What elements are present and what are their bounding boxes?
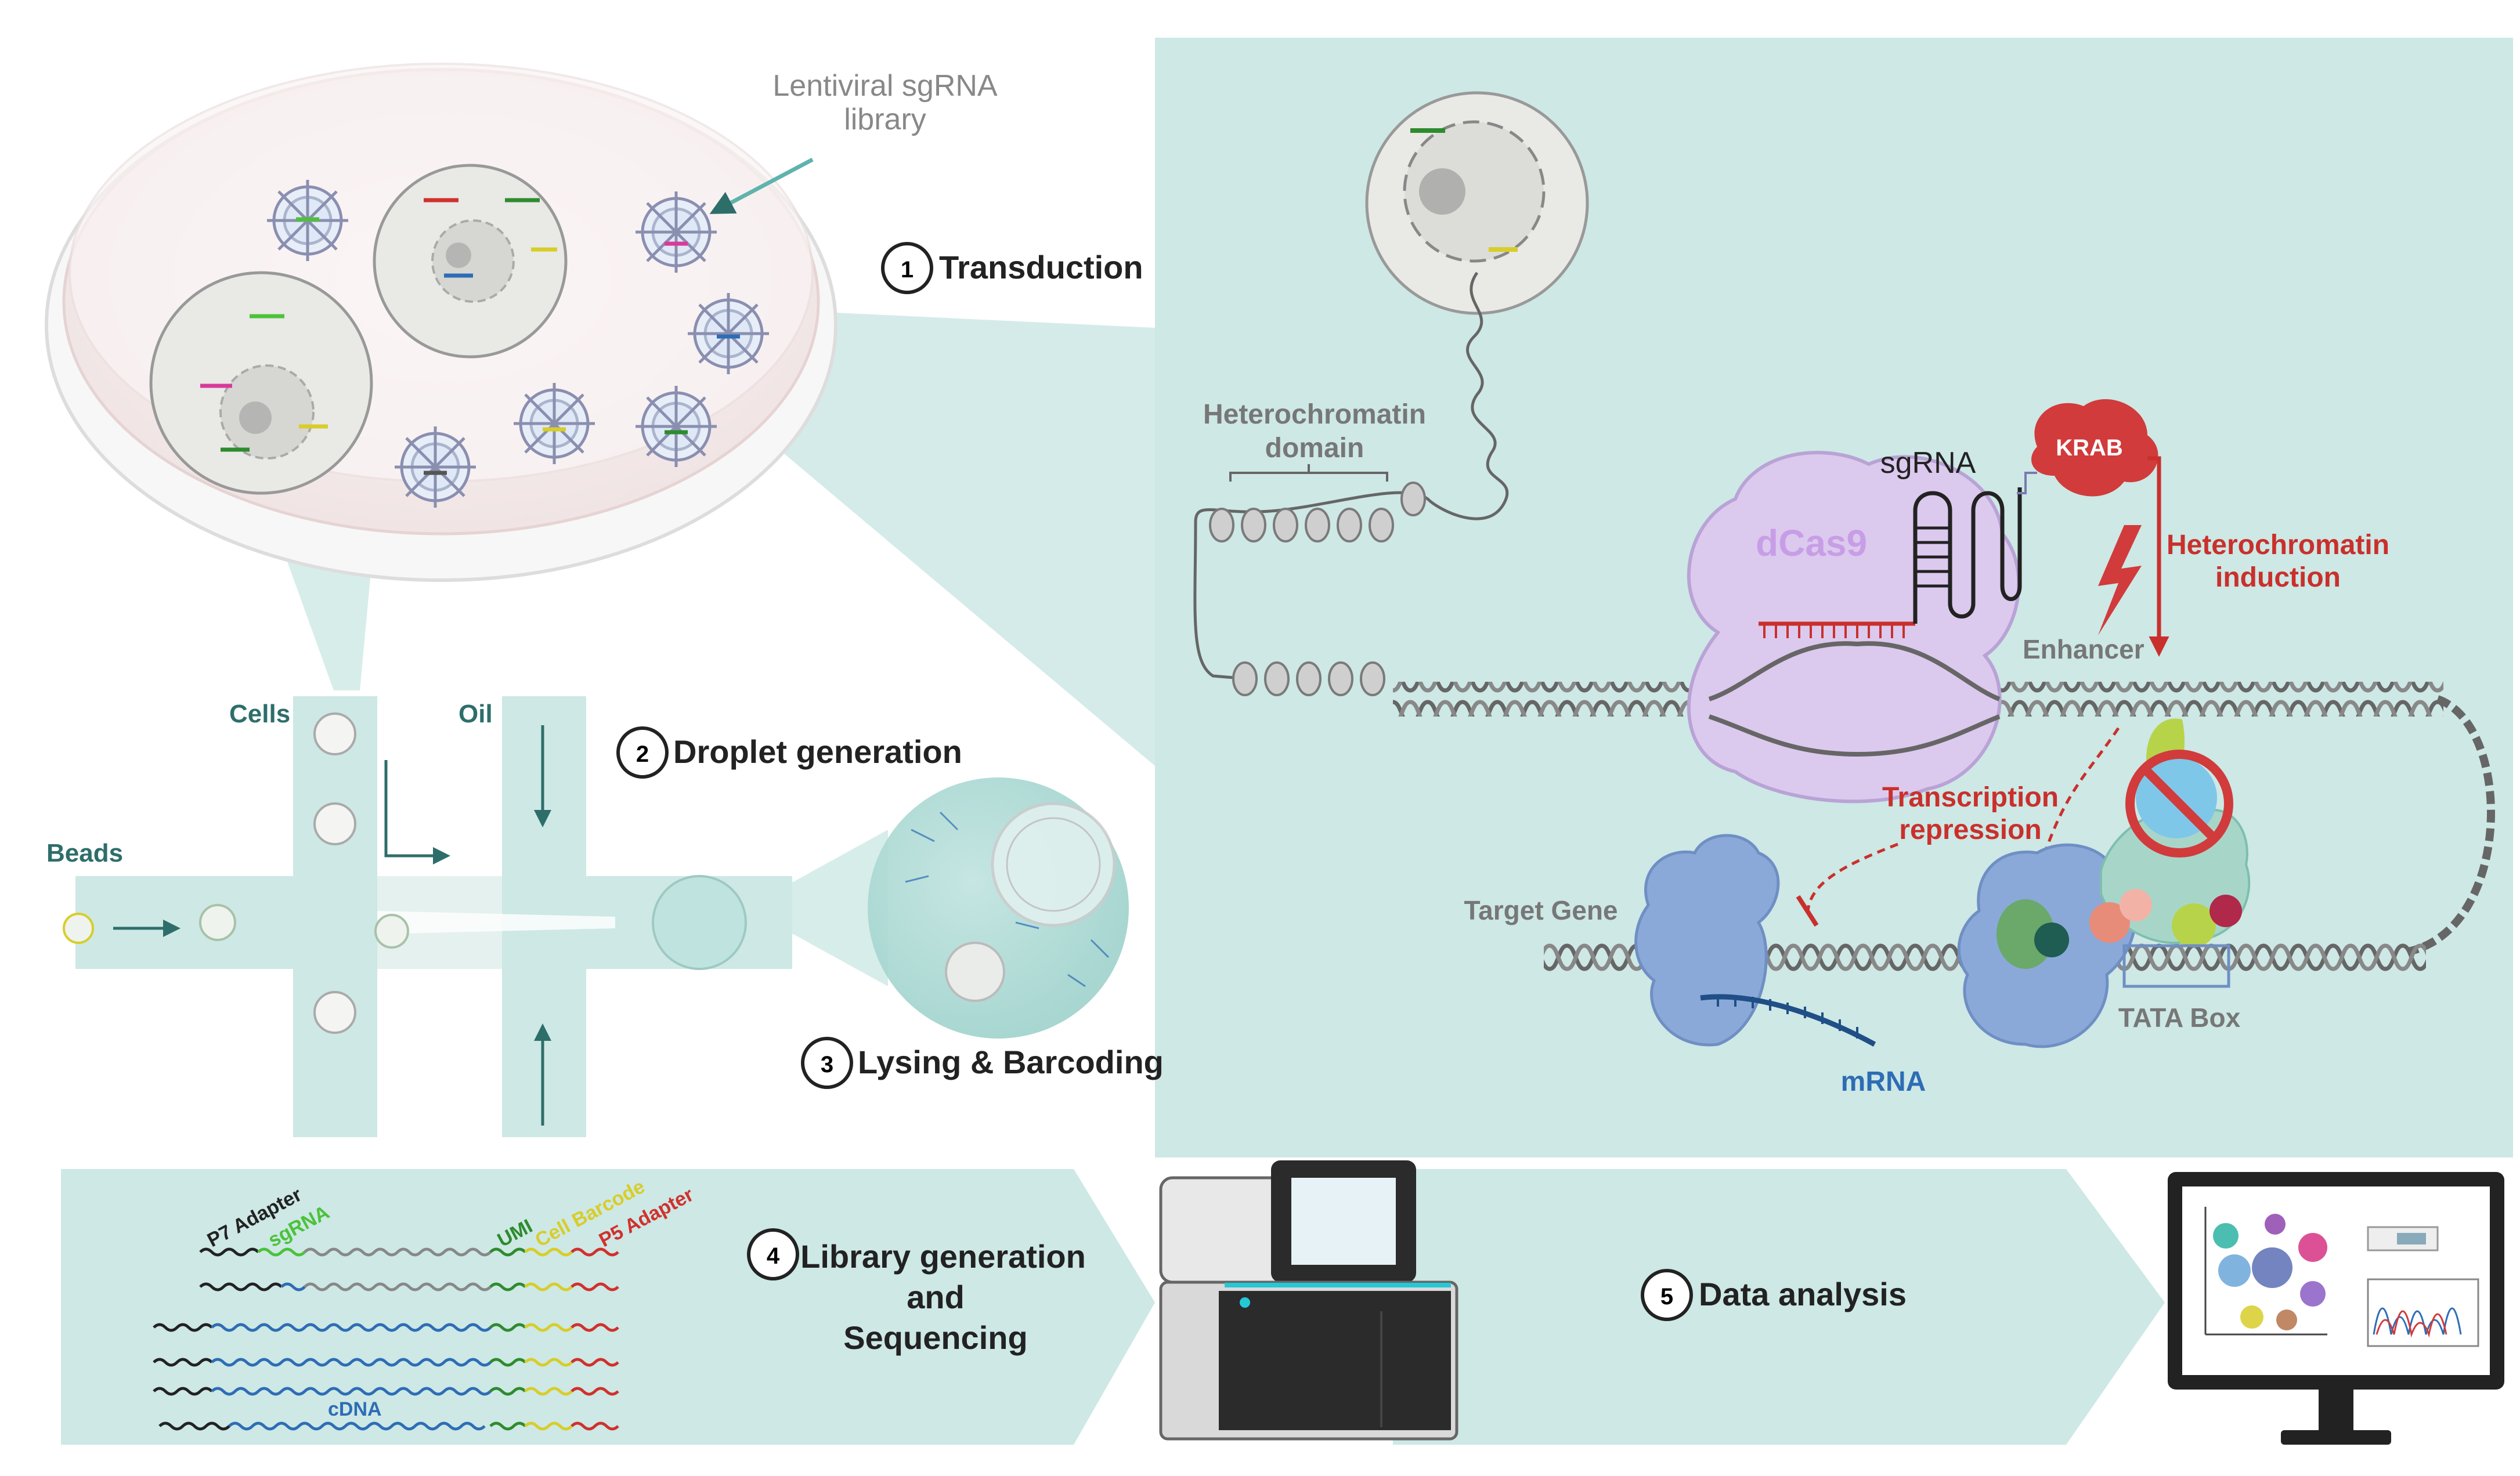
sequencer-icon: [1159, 1160, 1458, 1441]
nucleosome-icon: [1232, 661, 1258, 696]
nucleosome-icon: [1264, 661, 1290, 696]
lightning-bolt-icon: [2098, 525, 2142, 635]
mrna-label: mRNA: [1841, 1066, 1926, 1097]
repression-line: [1806, 727, 2120, 911]
svg-text:3: 3: [821, 1052, 833, 1077]
rna-polymerase-icon: [1634, 834, 1780, 1047]
enhancer-label: Enhancer: [2023, 634, 2144, 664]
nucleosome-icon: [1400, 482, 1426, 516]
bead-icon: [945, 942, 1005, 1002]
nucleosome-icon: [1305, 508, 1330, 542]
lentivirus-icon: [395, 426, 476, 508]
nucleosome-icon: [1296, 661, 1322, 696]
step3-label: Lysing & Barcoding: [858, 1044, 1164, 1080]
oil-label: Oil: [458, 700, 493, 728]
svg-text:KRAB: KRAB: [2056, 435, 2123, 461]
beads-label: Beads: [46, 839, 123, 867]
lentivirus-icon: [688, 293, 769, 374]
lentivirus-icon: [267, 180, 348, 261]
lentivirus-icon: [636, 386, 717, 467]
analysis-band: [1393, 1169, 2165, 1445]
repression-bar: [1796, 895, 1819, 927]
computer-monitor-icon: [2168, 1172, 2504, 1445]
lentivirus-icon: [636, 191, 717, 273]
bead-icon: [199, 904, 236, 941]
nucleosome-icon: [1337, 508, 1362, 542]
read-1: [199, 1247, 619, 1257]
cell-icon: [373, 164, 568, 359]
nucleosome-group: [1209, 482, 1426, 696]
svg-text:2: 2: [636, 741, 649, 767]
library-arrow: [709, 157, 814, 214]
dcas9-complex: dCas9: [1687, 451, 2022, 804]
mrna-strand: [1700, 994, 1876, 1047]
chromatin-fiber: [1193, 272, 1509, 681]
nucleosome-icon: [1209, 508, 1234, 542]
bead-icon: [374, 914, 409, 949]
read-2: [199, 1282, 619, 1292]
nucleosome-icon: [1369, 508, 1394, 542]
sgrna-label: sgRNA: [1880, 446, 1976, 480]
step4-badge: 4: [747, 1228, 799, 1280]
svg-text:1: 1: [901, 257, 914, 283]
lysis-droplet: [868, 777, 1129, 1039]
step1-badge: 1: [881, 242, 933, 294]
cells-label: Cells: [229, 700, 290, 728]
step5-badge: 5: [1641, 1269, 1693, 1321]
target-gene-label: Target Gene: [1464, 895, 1618, 925]
read-6: [158, 1421, 619, 1431]
tsne-plot: [2204, 1207, 2327, 1336]
zoom-wedge-droplet: [746, 830, 888, 986]
library-band: [61, 1169, 1155, 1445]
bead-icon: [63, 913, 94, 944]
prohibition-sign-icon: [2125, 750, 2233, 858]
cell-icon: [1365, 91, 1589, 315]
krab-linker: [2017, 472, 2037, 494]
step2-label: Droplet generation: [673, 733, 962, 770]
nucleosome-icon: [1360, 661, 1385, 696]
krab-domain: KRAB: [2031, 399, 2158, 497]
lentivirus-icon-group: [267, 180, 769, 508]
dna-loop: [2407, 695, 2496, 956]
read-5: [153, 1387, 619, 1396]
tata-box: [2122, 944, 2230, 988]
sequencing-reads: [153, 1247, 619, 1431]
dcas9-label: dCas9: [1756, 522, 1867, 564]
nucleosome-icon: [1241, 508, 1266, 542]
heterochromatin-induction-arrow: [2147, 456, 2169, 657]
read-3: [153, 1323, 619, 1332]
tata-box-label: TATA Box: [2118, 1003, 2241, 1033]
heterochromatin-bracket: [1229, 464, 1388, 482]
cdna-label: cDNA: [328, 1398, 382, 1420]
cell-icon: [149, 271, 373, 495]
nucleosome-icon: [1328, 661, 1353, 696]
svg-text:4: 4: [767, 1243, 780, 1269]
chromatogram: [2373, 1307, 2462, 1335]
read-4: [153, 1358, 619, 1367]
lentivirus-icon: [514, 383, 595, 464]
nucleosome-icon: [1273, 508, 1298, 542]
step1-label: Transduction: [939, 249, 1143, 285]
droplet-icon: [652, 875, 747, 970]
step3-badge: 3: [801, 1037, 853, 1089]
svg-text:5: 5: [1660, 1284, 1673, 1309]
step5-label: Data analysis: [1699, 1276, 1907, 1312]
flow-arrows: [113, 725, 551, 1126]
step2-badge: 2: [616, 726, 669, 779]
